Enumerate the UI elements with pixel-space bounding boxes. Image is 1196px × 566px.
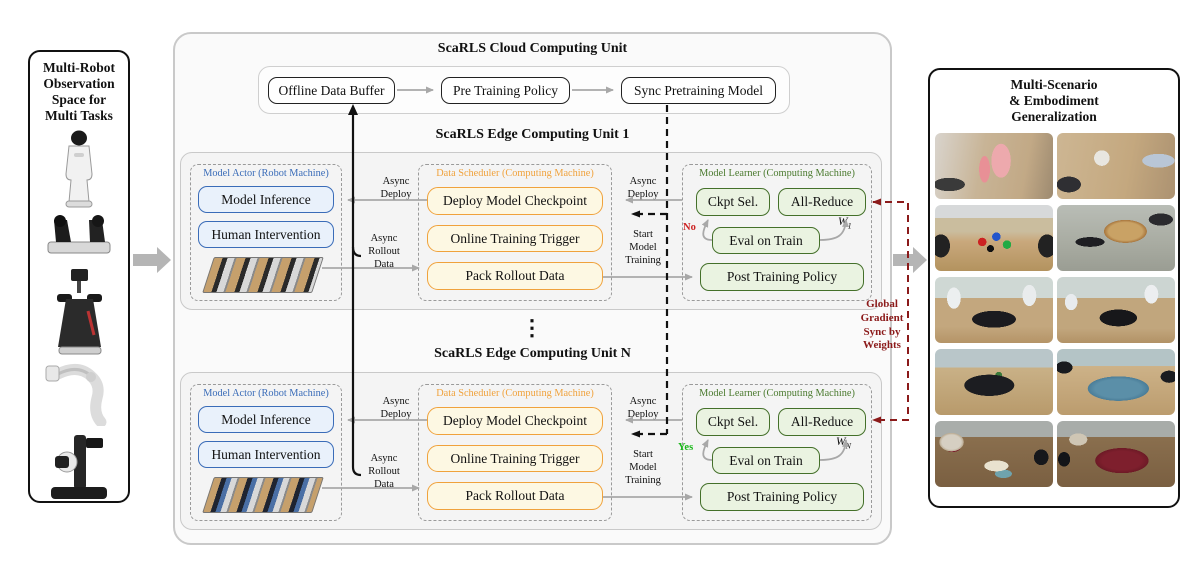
unit1-weight-label: W1 <box>838 216 852 230</box>
sync-pretraining-model-box: Sync Pretraining Model <box>621 77 776 104</box>
unit1-async-deploy-left-label: Async Deploy <box>380 176 412 201</box>
global-gradient-sync-label: Global Gradient Sync by Weights <box>860 298 904 352</box>
robot-arm-image <box>45 363 107 426</box>
unit1-eval-on-train-box: Eval on Train <box>712 227 820 254</box>
unitN-ckpt-sel-box: Ckpt Sel. <box>696 408 770 436</box>
unit1-async-deploy-right-label: Async Deploy <box>627 176 659 201</box>
unit1-all-reduce-box: All-Reduce <box>778 188 866 216</box>
photo-bunny-plush <box>935 132 1053 199</box>
multi-robot-panel: Multi-Robot Observation Space for Multi … <box>28 50 130 503</box>
unit1-weight-symbol: W <box>838 216 848 228</box>
unit1-data-scheduler-module <box>418 164 612 301</box>
photo-toolbox <box>1057 276 1175 343</box>
edge-unit1-title: ScaRLS Edge Computing Unit 1 <box>435 127 630 142</box>
unit1-model-actor-label: Model Actor (Robot Machine) <box>203 168 329 179</box>
unitN-model-actor-module <box>190 384 342 521</box>
photo-wooden-box-cloth <box>935 420 1053 487</box>
unitN-human-intervention-box: Human Intervention <box>198 441 334 468</box>
unitN-async-deploy-right-label: Async Deploy <box>627 396 659 421</box>
generalization-panel-title: Multi-Scenario & Embodiment Generalizati… <box>1009 77 1099 124</box>
unitN-async-deploy-left-label: Async Deploy <box>380 396 412 421</box>
photo-maroon-tshirt <box>1057 420 1175 487</box>
unit1-deploy-checkpoint-box: Deploy Model Checkpoint <box>427 187 603 215</box>
photo-cups-robot-arm <box>1057 132 1175 199</box>
photo-gripper-assembly <box>935 348 1053 415</box>
units-ellipsis: ⋮ <box>521 315 543 340</box>
unit1-model-inference-box: Model Inference <box>198 186 334 213</box>
robot-image-column <box>30 129 128 503</box>
photo-cardboard-box <box>1057 204 1175 271</box>
offline-data-buffer-box: Offline Data Buffer <box>268 77 395 104</box>
unit1-post-training-policy-box: Post Training Policy <box>700 263 864 291</box>
unitN-online-training-trigger-box: Online Training Trigger <box>427 445 603 472</box>
unitN-model-learner-module <box>682 384 872 521</box>
edge-unitN-title: ScaRLS Edge Computing Unit N <box>434 346 631 361</box>
unit1-async-rollout-label: Async Rollout Data <box>368 233 400 271</box>
unitN-weight-symbol: W <box>836 436 846 448</box>
dual-arm-station-image <box>57 268 102 355</box>
unitN-async-rollout-label: Async Rollout Data <box>368 453 400 491</box>
unit1-online-training-trigger-box: Online Training Trigger <box>427 225 603 252</box>
teleoperation-device-image <box>47 214 111 254</box>
platform-robot-image <box>51 434 107 499</box>
left-block-arrow <box>133 247 171 273</box>
unitN-all-reduce-box: All-Reduce <box>778 408 866 436</box>
unitN-pack-rollout-data-box: Pack Rollout Data <box>427 482 603 510</box>
unitN-start-training-label: Start Model Training <box>625 449 661 487</box>
cloud-unit-title: ScaRLS Cloud Computing Unit <box>437 41 628 56</box>
unitN-data-scheduler-module <box>418 384 612 521</box>
unitN-eval-yes-label: Yes <box>678 442 694 453</box>
unit1-human-intervention-box: Human Intervention <box>198 221 334 248</box>
unitN-model-inference-box: Model Inference <box>198 406 334 433</box>
unitN-post-training-policy-box: Post Training Policy <box>700 483 864 511</box>
scenario-photo-grid <box>935 132 1175 487</box>
photo-black-mat-plate <box>935 276 1053 343</box>
unit1-eval-no-label: No <box>683 222 696 233</box>
unit1-weight-subscript: 1 <box>847 221 852 231</box>
unitN-deploy-checkpoint-box: Deploy Model Checkpoint <box>427 407 603 435</box>
multi-robot-panel-title: Multi-Robot Observation Space for Multi … <box>43 60 115 123</box>
unit1-rollout-frames-image <box>202 257 324 293</box>
unit1-model-learner-label: Model Learner (Computing Machine) <box>699 168 855 179</box>
unitN-model-actor-label: Model Actor (Robot Machine) <box>203 388 329 399</box>
photo-blue-cloth <box>1057 348 1175 415</box>
photo-colored-blocks <box>935 204 1053 271</box>
unit1-model-actor-module <box>190 164 342 301</box>
unit1-model-learner-module <box>682 164 872 301</box>
humanoid-robot-image <box>65 130 93 208</box>
unitN-model-learner-label: Model Learner (Computing Machine) <box>699 388 855 399</box>
unit1-start-training-label: Start Model Training <box>625 229 661 267</box>
unitN-data-scheduler-label: Data Scheduler (Computing Machine) <box>436 388 594 399</box>
pre-training-policy-box: Pre Training Policy <box>441 77 570 104</box>
unitN-weight-label: WN <box>836 436 851 450</box>
unitN-rollout-frames-image <box>202 477 324 513</box>
generalization-panel: Multi-Scenario & Embodiment Generalizati… <box>928 68 1180 508</box>
right-block-arrow <box>893 247 927 273</box>
unitN-eval-on-train-box: Eval on Train <box>712 447 820 474</box>
unit1-ckpt-sel-box: Ckpt Sel. <box>696 188 770 216</box>
unit1-data-scheduler-label: Data Scheduler (Computing Machine) <box>436 168 594 179</box>
unit1-pack-rollout-data-box: Pack Rollout Data <box>427 262 603 290</box>
unitN-weight-subscript: N <box>845 441 851 451</box>
